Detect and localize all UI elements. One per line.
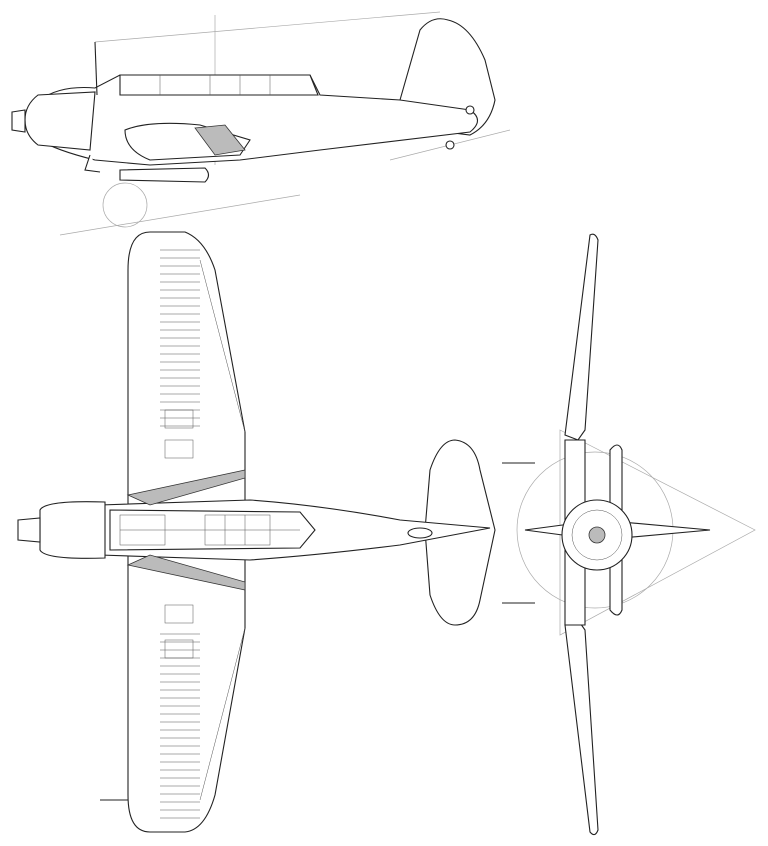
upper-wing-front [564,233,599,441]
engine-cowling [24,91,96,151]
propeller-hub [11,109,26,133]
antenna-mast [94,41,98,96]
wing-ribs [160,249,200,819]
construction-line [94,11,441,43]
roundel [407,527,433,539]
bomb [119,167,210,183]
engine-cowling-top [39,501,106,559]
propeller-spinner [588,526,606,544]
wing-fillet-hatch [194,124,246,156]
canopy [119,74,319,96]
ground-line [59,194,301,236]
engine-cylinders [571,509,623,561]
canopy-frames [159,75,271,95]
propeller-hub-top [17,517,41,543]
lower-wing-front [564,619,599,836]
aileron-line [199,627,246,801]
wing-fillet-hatch [126,469,246,506]
top-view [17,231,496,833]
wing-panel [164,604,194,624]
landing-gear [84,154,101,173]
side-view [11,11,511,236]
aileron-line [199,259,246,433]
propeller-arc [102,182,148,228]
wing-panel [164,439,194,459]
wing-panel [164,409,194,429]
canopy-panels [119,514,300,546]
tail-wheel [445,140,455,150]
front-view [502,233,756,836]
wing-fillet-hatch [126,554,246,591]
roundel [465,105,475,115]
wing-panel [164,639,194,659]
